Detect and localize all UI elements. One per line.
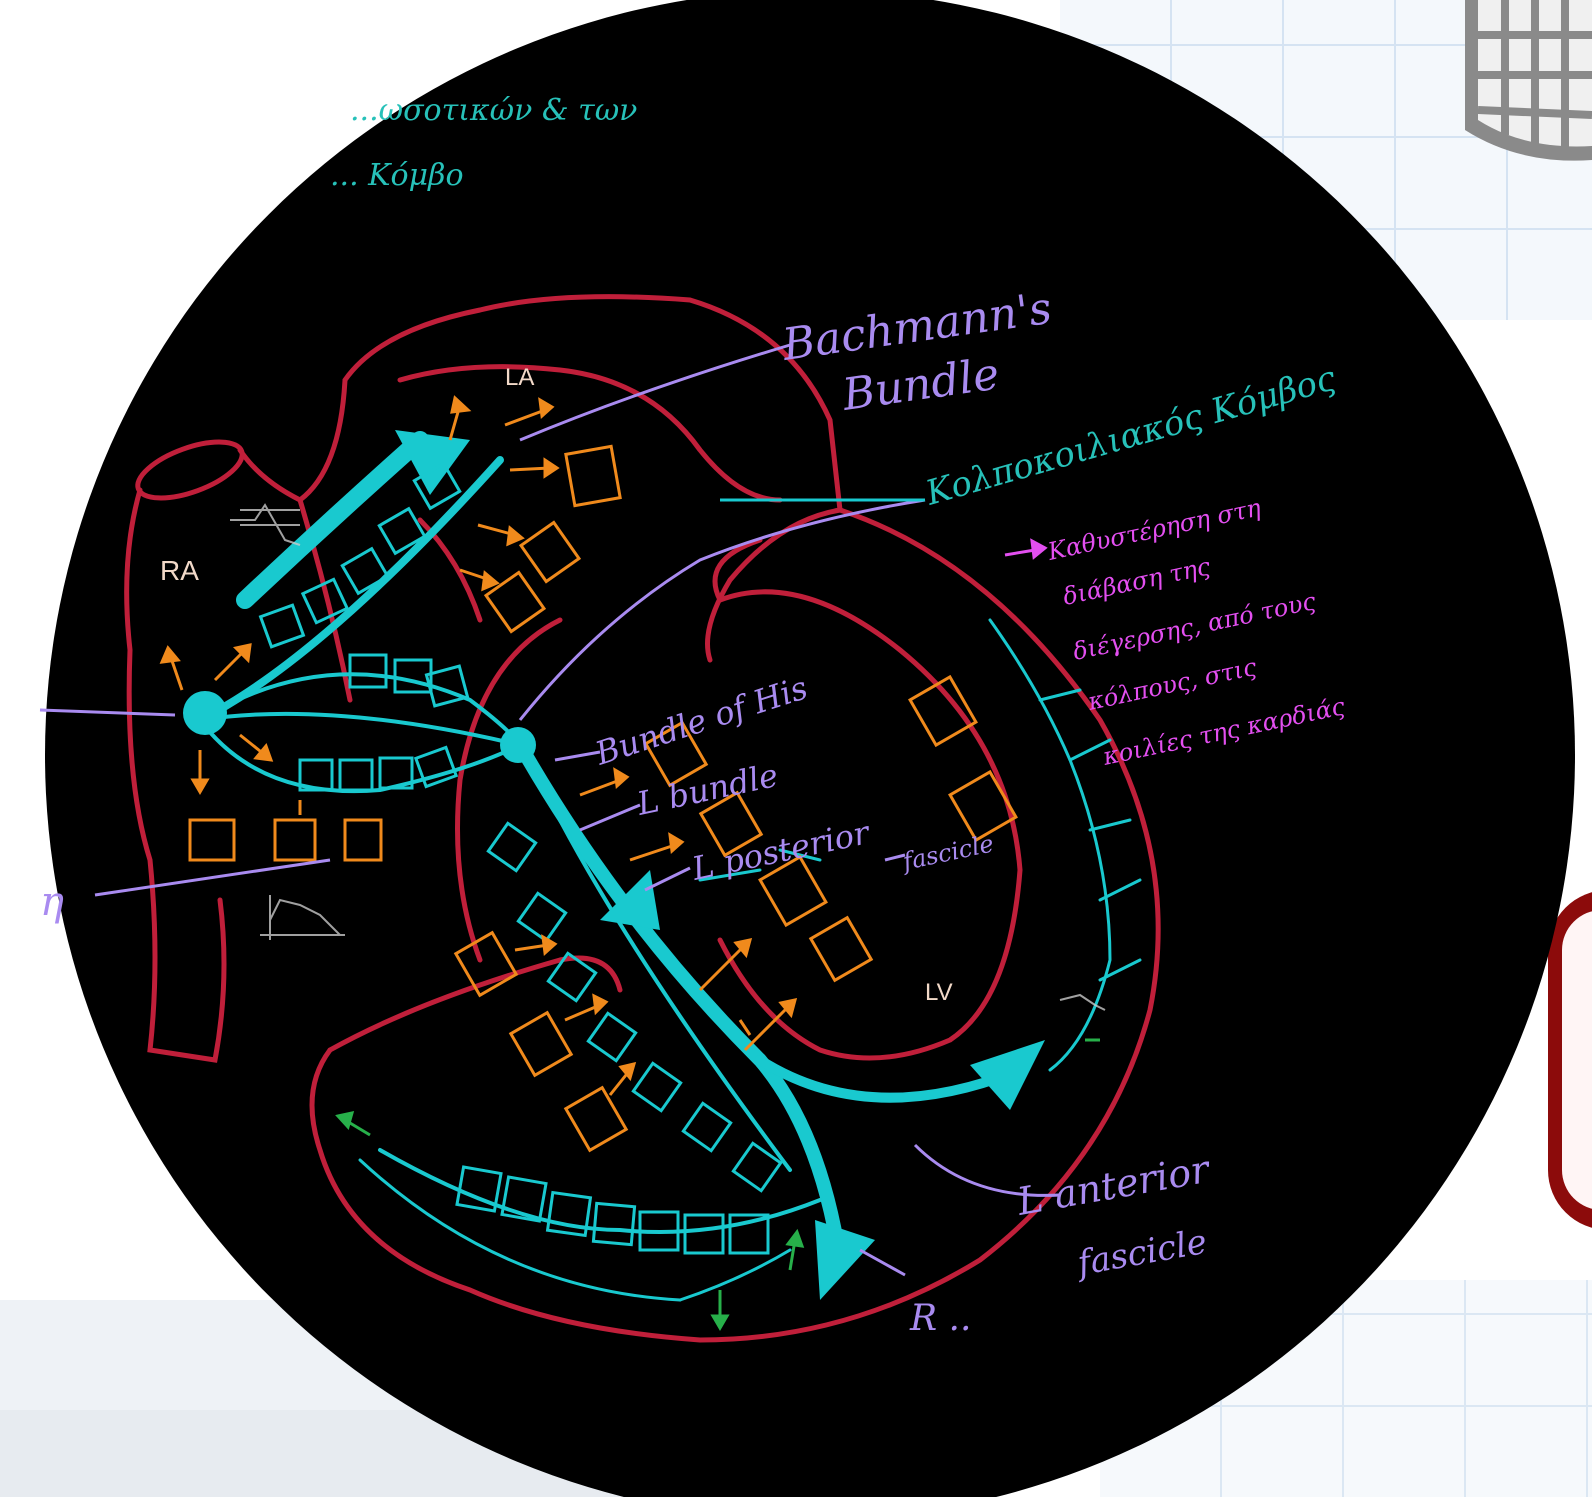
top-note-line-1: ...ωσοτικών & των	[350, 93, 637, 128]
blackboard-circle	[45, 0, 1575, 1497]
calendar-grid-icon	[1465, 0, 1592, 161]
left-atrium-label: LA	[505, 364, 534, 391]
av-node	[500, 727, 536, 763]
left-ventricle-label: LV	[925, 979, 953, 1006]
top-note-line-2: ... Κόμβο	[330, 158, 464, 193]
right-bundle-label: R ..	[909, 1298, 971, 1339]
left-cut-label: η	[40, 879, 64, 925]
sa-node	[183, 691, 227, 735]
right-atrium-label: RA	[160, 555, 199, 586]
